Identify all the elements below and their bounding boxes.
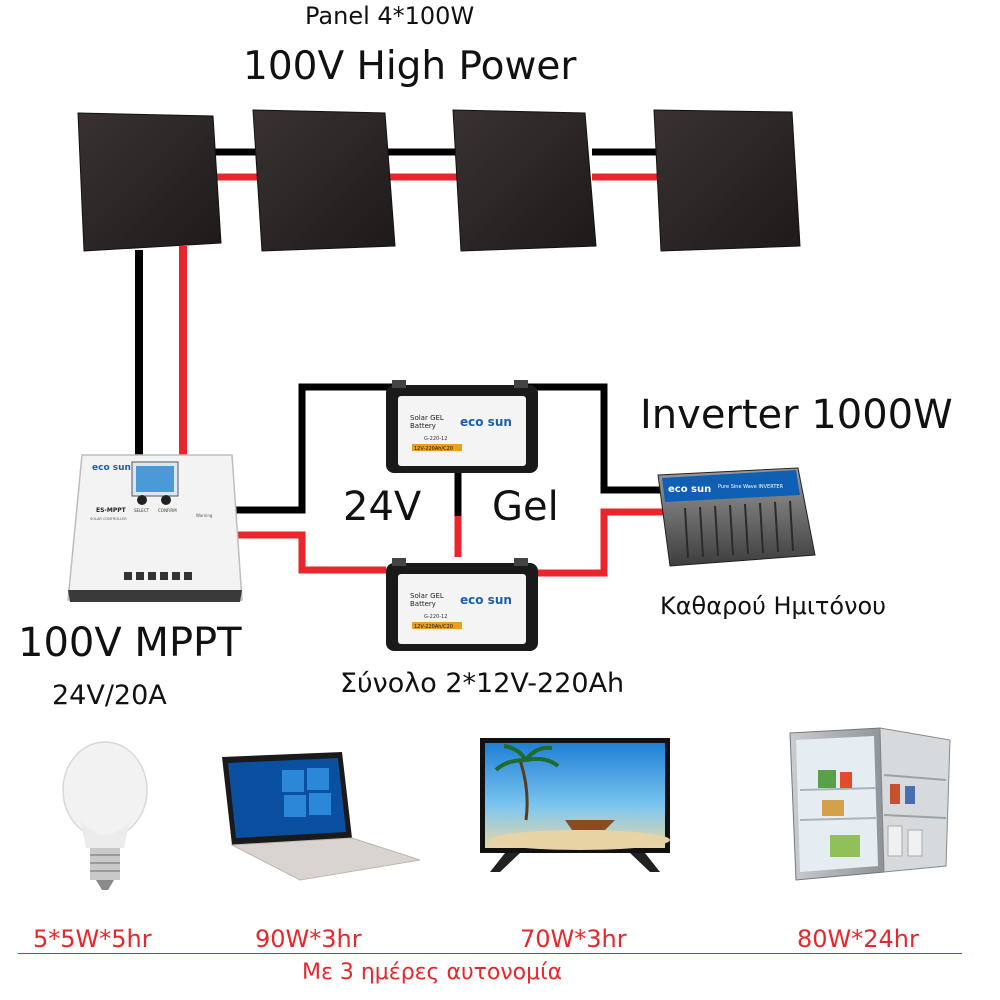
refrigerator-icon	[789, 727, 951, 881]
controller-model-sub: SOLAR CONTROLLER	[90, 517, 127, 521]
battery-top-label1: Solar GEL	[410, 414, 444, 422]
battery-top-icon: Solar GEL Battery eco sun G-220-12 12V-2…	[386, 380, 538, 473]
controller-warning: Warning	[196, 513, 213, 518]
battery-top-label2: Battery	[410, 422, 436, 430]
battery-bottom-rating: 12V-220Ah/C20	[414, 624, 453, 630]
battery-voltage-label: 24V	[343, 484, 422, 530]
panel-wires	[212, 148, 660, 181]
battery-wires	[236, 383, 668, 577]
panel-title: 100V High Power	[243, 44, 577, 89]
battery-total-label: Σύνολο 2*12V-220Ah	[340, 668, 625, 699]
controller-title: 100V MPPT	[18, 620, 242, 666]
battery-top-rating: 12V-220Ah/C20	[414, 446, 453, 452]
controller-subtitle: 24V/20A	[52, 680, 167, 711]
load-laptop-label: 90W*3hr	[255, 925, 362, 953]
battery-bottom-model: G-220-12	[424, 614, 447, 620]
battery-top-model: G-220-12	[424, 436, 447, 442]
load-bulb-label: 5*5W*5hr	[33, 925, 152, 953]
load-fridge-label: 80W*24hr	[797, 925, 919, 953]
panel-subtitle: Panel 4*100W	[305, 2, 475, 30]
autonomy-label: Με 3 ημέρες αυτονομία	[302, 960, 563, 985]
controller-select-label: SELECT	[134, 508, 150, 513]
solar-panel-2-icon	[252, 109, 396, 252]
controller-model: ES-MPPT	[96, 507, 127, 514]
solar-panel-3-icon	[452, 109, 597, 252]
light-bulb-icon	[62, 741, 148, 890]
panel-to-controller-wires	[135, 246, 187, 455]
inverter-subtitle: Καθαρού Ημιτόνου	[660, 592, 887, 620]
inverter-brand: eco sun	[668, 484, 711, 495]
inverter-title: Inverter 1000W	[640, 392, 953, 438]
solar-panel-1-icon	[77, 112, 222, 252]
divider-line	[18, 953, 962, 954]
battery-bottom-brand: eco sun	[460, 593, 512, 607]
laptop-icon	[222, 752, 421, 881]
controller-confirm-label: CONFIRM	[158, 508, 177, 513]
inverter-icon: eco sun Pure Sine Wave INVERTER	[657, 467, 816, 567]
battery-top-brand: eco sun	[460, 415, 512, 429]
load-tv-label: 70W*3hr	[520, 925, 627, 953]
inverter-label: Pure Sine Wave INVERTER	[718, 484, 784, 490]
mppt-controller-icon: eco sun SELECT CONFIRM ES-MPPT SOLAR CON…	[67, 454, 243, 602]
television-icon	[480, 738, 670, 872]
battery-bottom-label2: Battery	[410, 600, 436, 608]
battery-type-label: Gel	[492, 484, 559, 530]
battery-bottom-icon: Solar GEL Battery eco sun G-220-12 12V-2…	[386, 558, 538, 651]
solar-panel-4-icon	[653, 109, 801, 252]
battery-bottom-label1: Solar GEL	[410, 592, 444, 600]
controller-brand: eco sun	[92, 463, 131, 473]
